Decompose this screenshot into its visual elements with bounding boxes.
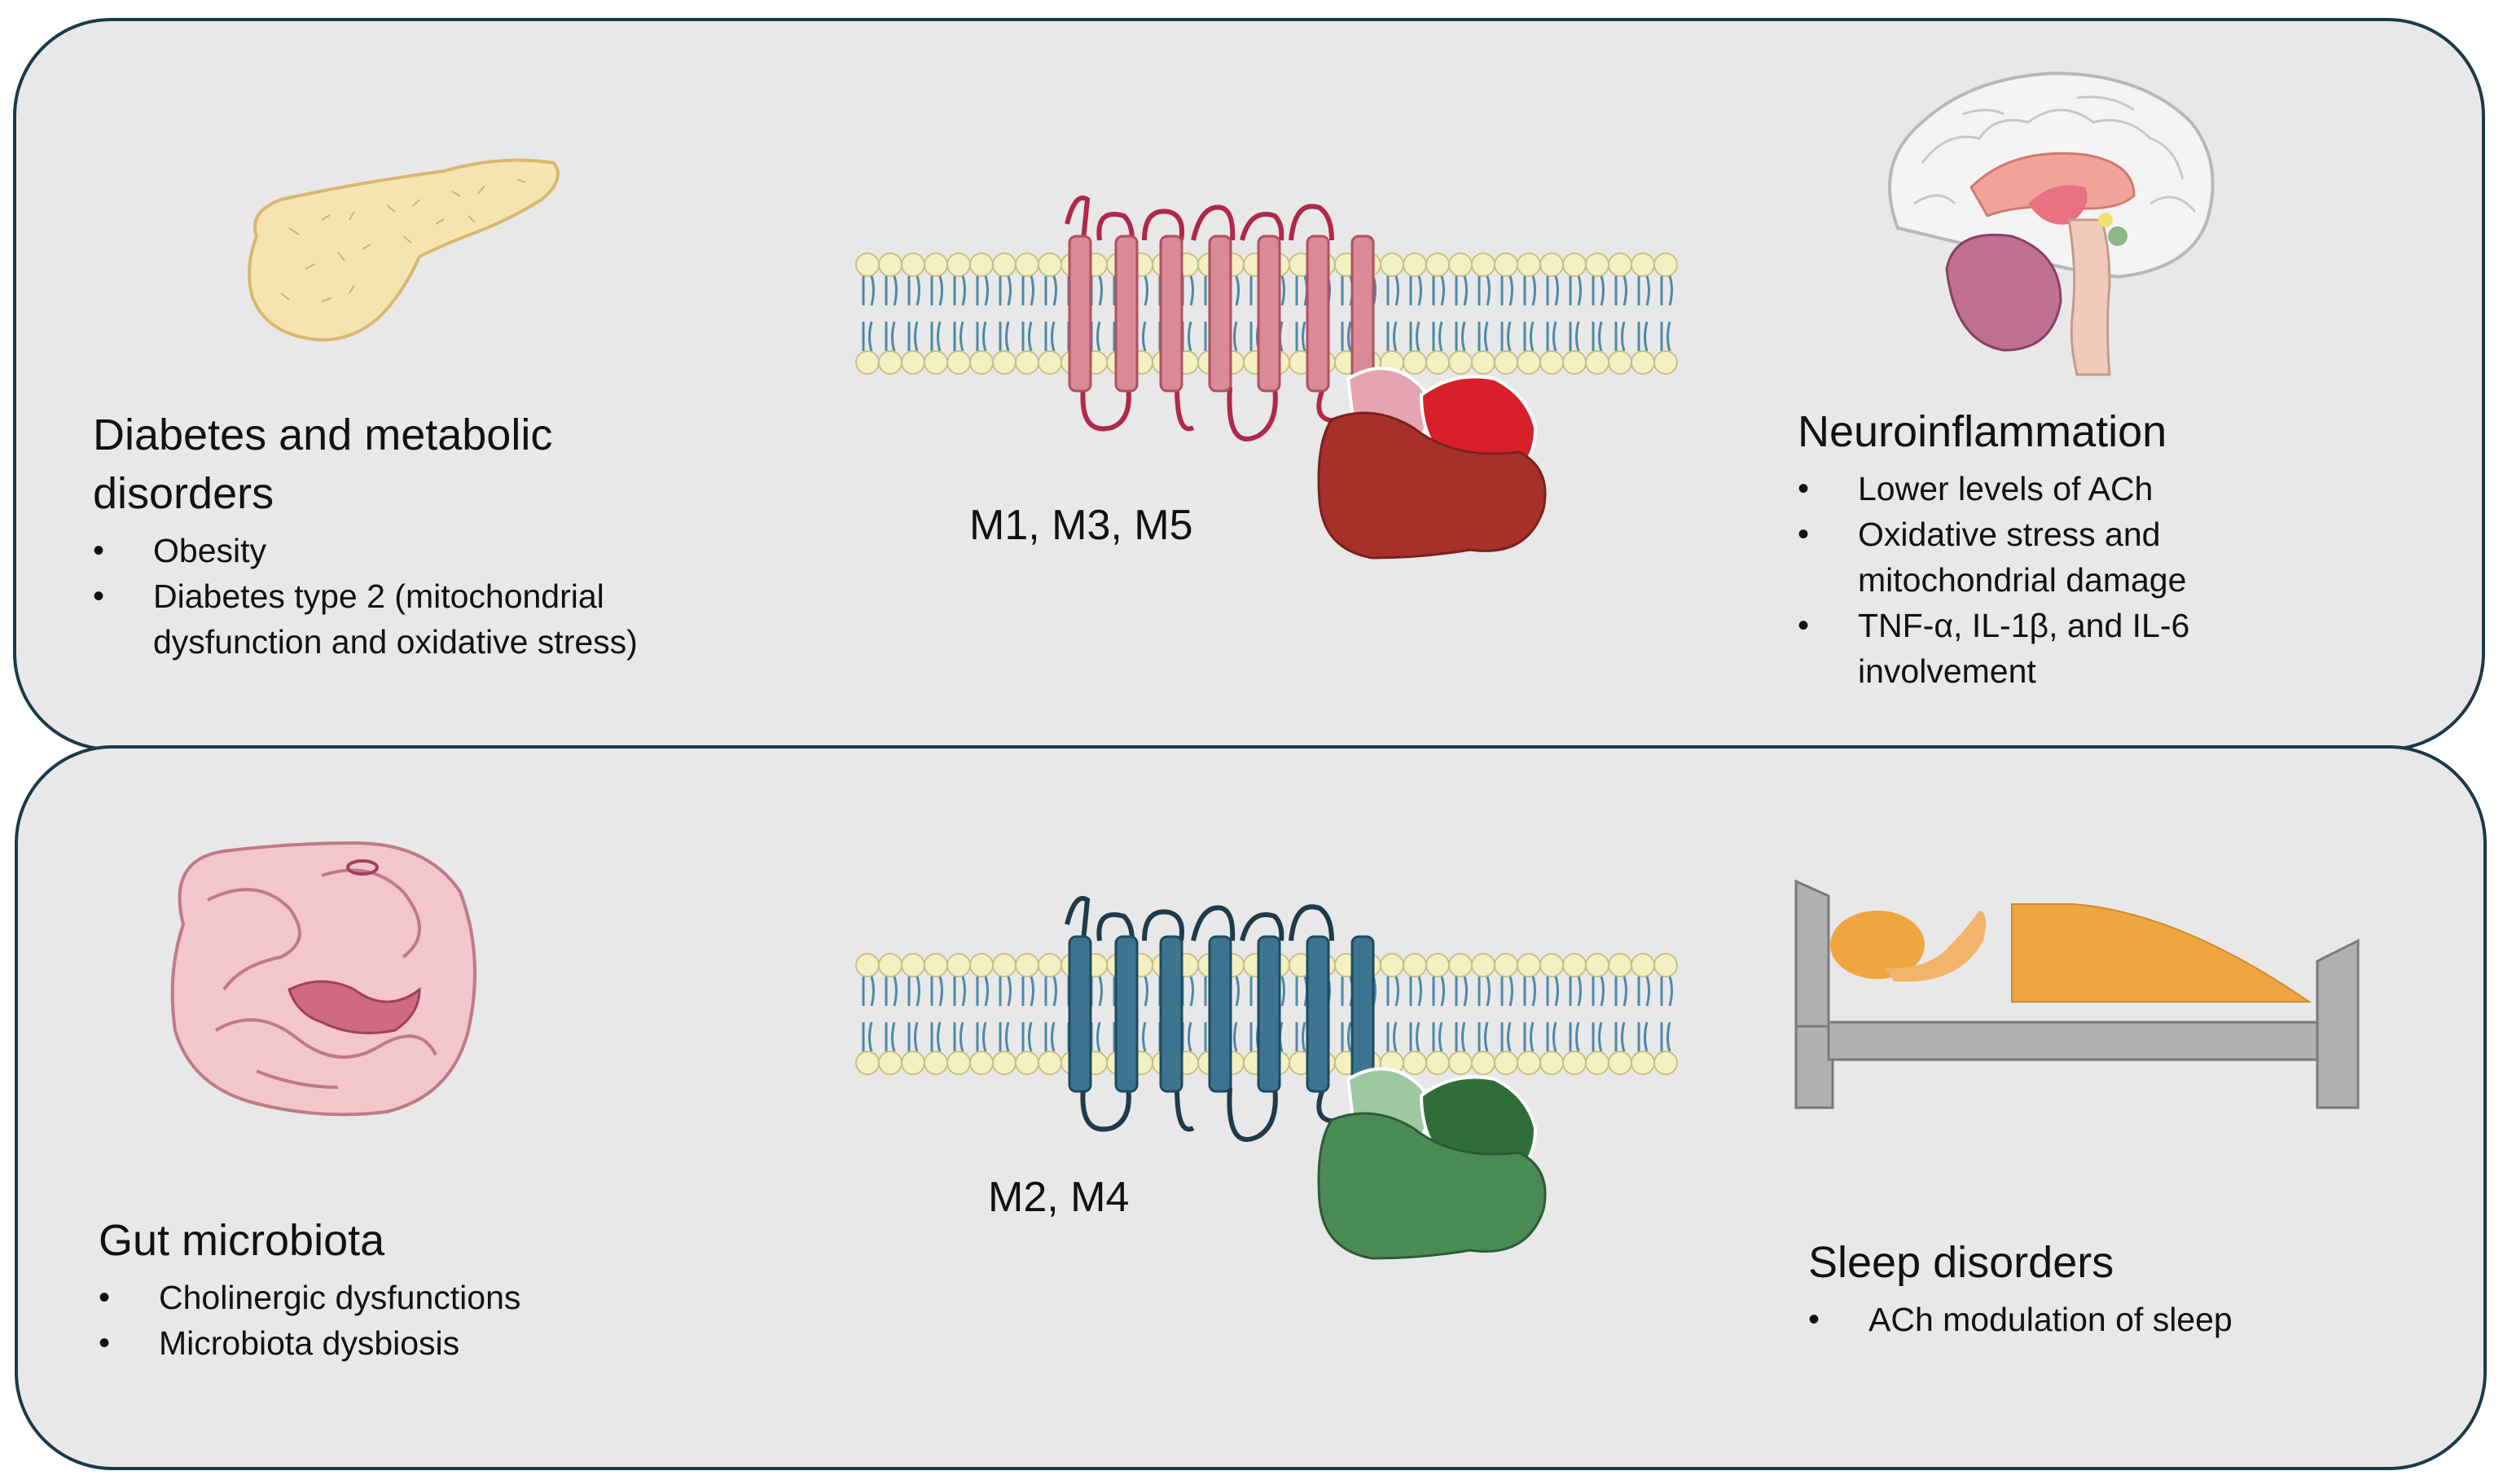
diabetes-block: Diabetes and metabolic disorders Obesity… <box>93 406 761 665</box>
sleeping-person-bed-icon <box>1794 879 2360 1109</box>
list-item: Lower levels of ACh <box>1798 466 2303 511</box>
m24-label: M2, M4 <box>988 1174 1130 1221</box>
neuroinflammation-block: Neuroinflammation Lower levels of ACh Ox… <box>1798 402 2303 694</box>
intestine-icon <box>170 841 476 1117</box>
neuroinflammation-title: Neuroinflammation <box>1798 407 2167 456</box>
diabetes-list: Obesity Diabetes type 2 (mitochondrial d… <box>93 528 761 665</box>
list-item: ACh modulation of sleep <box>1808 1297 2378 1342</box>
g-protein <box>1317 1067 1547 1260</box>
neuroinflammation-list: Lower levels of ACh Oxidative stress and… <box>1798 466 2303 694</box>
diabetes-title: Diabetes and metabolic disorders <box>93 411 553 518</box>
brain-icon <box>1888 71 2215 376</box>
m135-label: M1, M3, M5 <box>969 502 1193 549</box>
list-item: TNF-α, IL-1β, and IL-6 involvement <box>1798 603 2281 694</box>
sleep-list: ACh modulation of sleep <box>1808 1297 2378 1342</box>
list-item: Microbiota dysbiosis <box>99 1320 718 1366</box>
receptor-helices <box>1065 195 1375 441</box>
receptor-helices <box>1065 896 1375 1142</box>
list-item: Oxidative stress and mitochondrial damag… <box>1798 511 2298 603</box>
gut-list: Cholinergic dysfunctions Microbiota dysb… <box>99 1275 718 1366</box>
sleep-block: Sleep disorders ACh modulation of sleep <box>1808 1233 2378 1342</box>
gpcr-receptor-icon <box>855 195 1678 560</box>
g-protein <box>1317 367 1547 560</box>
gut-title: Gut microbiota <box>99 1216 385 1265</box>
list-item: Cholinergic dysfunctions <box>99 1275 718 1320</box>
list-item: Diabetes type 2 (mitochondrial dysfuncti… <box>93 573 707 665</box>
gpcr-receptor-icon <box>855 896 1678 1260</box>
gut-block: Gut microbiota Cholinergic dysfunctions … <box>99 1211 718 1366</box>
list-item: Obesity <box>93 528 761 573</box>
sleep-title: Sleep disorders <box>1808 1238 2114 1287</box>
pancreas-icon <box>248 158 560 342</box>
